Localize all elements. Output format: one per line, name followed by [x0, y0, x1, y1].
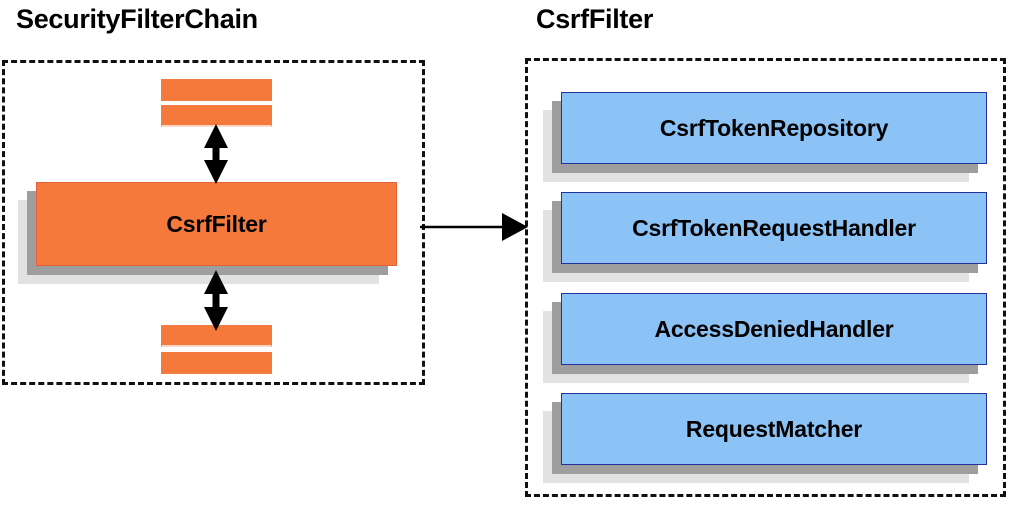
csrffilter-to-detail-arrow — [420, 213, 528, 241]
security-filter-chain-title: SecurityFilterChain — [16, 4, 258, 34]
card-face: CsrfTokenRequestHandler — [561, 192, 987, 264]
collaborator-node-csrf-token-request-handler[interactable]: CsrfTokenRequestHandler — [543, 192, 987, 282]
csrf-filter-node[interactable]: CsrfFilter — [18, 182, 397, 284]
card-face: CsrfFilter — [36, 182, 397, 266]
collaborator-node-access-denied-handler[interactable]: AccessDeniedHandler — [543, 293, 987, 383]
collaborator-node-request-matcher[interactable]: RequestMatcher — [543, 393, 987, 483]
filter-bar-below-1 — [161, 325, 272, 347]
collaborator-label: CsrfTokenRepository — [659, 114, 889, 141]
csrf-filter-node-label: CsrfFilter — [166, 210, 267, 237]
collaborator-label: RequestMatcher — [685, 415, 863, 442]
filter-bar-above-1 — [161, 79, 272, 101]
security-filter-chain-container — [2, 60, 425, 385]
csrf-filter-detail-title: CsrfFilter — [536, 4, 654, 34]
filter-bar-above-2 — [161, 105, 272, 127]
card-face: AccessDeniedHandler — [561, 293, 987, 365]
csrf-filter-detail-container — [525, 58, 1006, 497]
card-face: CsrfTokenRepository — [561, 92, 987, 164]
collaborator-node-csrf-token-repository[interactable]: CsrfTokenRepository — [543, 92, 987, 182]
collaborator-label: AccessDeniedHandler — [654, 315, 894, 342]
card-face: RequestMatcher — [561, 393, 987, 465]
collaborator-label: CsrfTokenRequestHandler — [632, 214, 916, 241]
filter-bar-below-2 — [161, 352, 272, 374]
